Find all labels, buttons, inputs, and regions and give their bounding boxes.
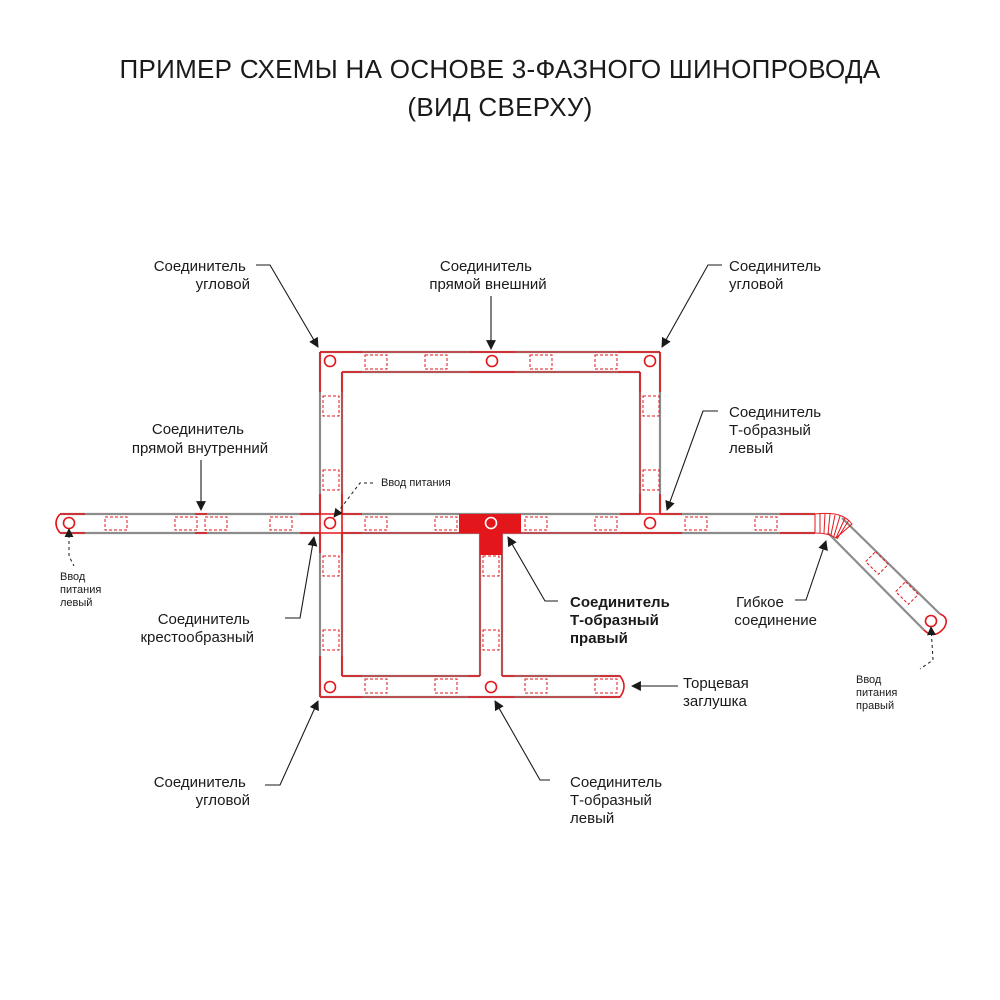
label-corner-top-left: Соединитель угловой <box>154 258 250 293</box>
label-t-right-highlighted: Соединитель Т-образный правый <box>570 594 674 647</box>
power-points <box>62 354 938 694</box>
label-t-left-bottom: Соединитель Т-образный левый <box>570 774 666 827</box>
diagram-title: ПРИМЕР СХЕМЫ НА ОСНОВЕ 3-ФАЗНОГО ШИНОПРО… <box>119 54 881 84</box>
label-flexible: Гибкое соединение <box>734 594 817 629</box>
label-straight-internal: Соединитель прямой внутренний <box>132 421 268 457</box>
label-power-input-left: Ввод питания левый <box>60 571 104 609</box>
label-power-input: Ввод питания <box>381 477 451 489</box>
joint-marks <box>104 354 920 694</box>
labels: Соединитель угловой Соединитель прямой в… <box>60 258 900 827</box>
label-cross: Соединитель крестообразный <box>140 611 254 646</box>
diagram-subtitle: (ВИД СВЕРХУ) <box>407 92 593 122</box>
label-power-input-right: Ввод питания правый <box>856 674 900 712</box>
callout-arrows <box>196 264 828 786</box>
label-corner-bottom-left: Соединитель угловой <box>154 774 250 809</box>
label-t-left-upper: Соединитель Т-образный левый <box>729 404 825 457</box>
label-end-cap: Торцевая заглушка <box>683 675 753 710</box>
label-corner-top-right: Соединитель угловой <box>729 258 825 293</box>
flexible-connection <box>814 512 853 540</box>
power-point-highlighted <box>484 516 498 530</box>
connectors <box>55 351 948 698</box>
dashed-callouts <box>64 482 936 670</box>
label-straight-external: Соединитель прямой внешний <box>429 258 546 293</box>
